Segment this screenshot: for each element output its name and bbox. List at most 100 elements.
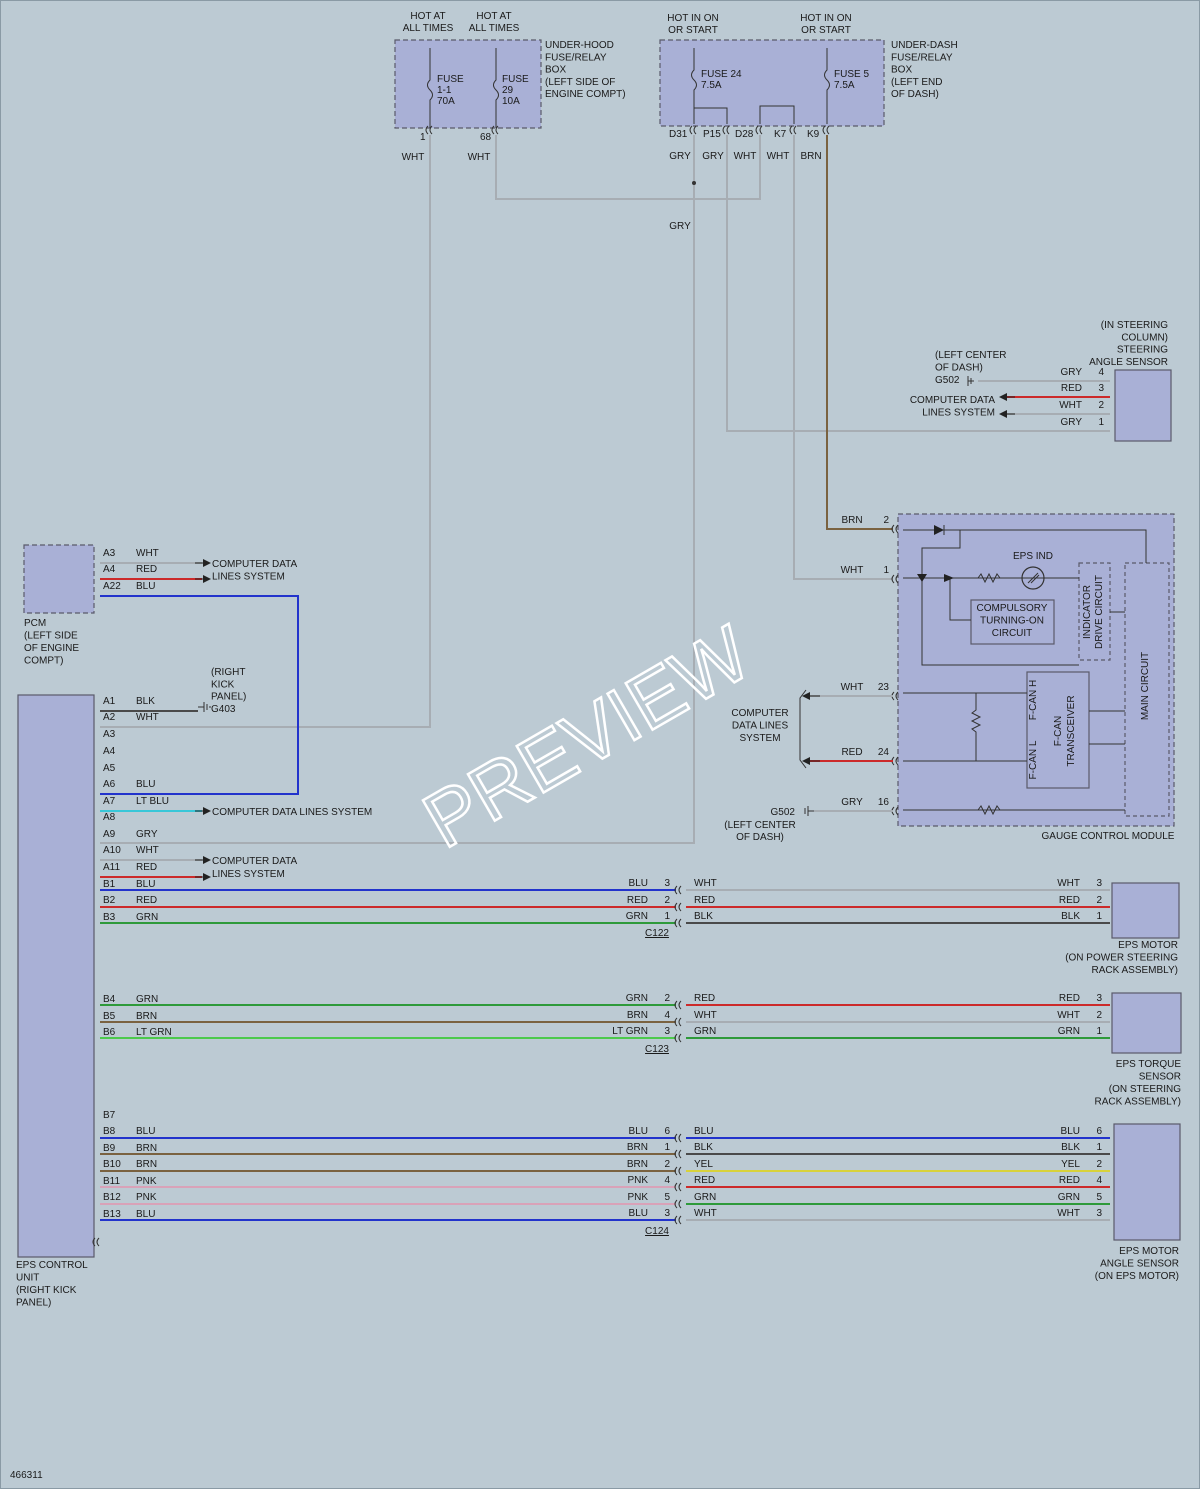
eps-pin-a: A11	[103, 862, 120, 873]
sas-pin: 3	[1098, 383, 1104, 394]
eps-pin-a: A7	[103, 796, 116, 807]
reference-number: 466311	[10, 1470, 43, 1481]
eps-wire-color: RED	[136, 895, 157, 906]
computer-data-lines-label: COMPUTER DATA	[212, 856, 298, 867]
gcm-wire-color: RED	[841, 747, 862, 758]
device-pin: 5	[1096, 1192, 1102, 1203]
eps-wire-color: BLU	[136, 1126, 155, 1137]
connector-wire-color: GRN	[626, 993, 648, 1004]
wire-gcm-1-wht	[793, 135, 893, 580]
steering-angle-sensor-label: (IN STEERING	[1101, 320, 1168, 331]
device-label: EPS TORQUE	[1116, 1059, 1182, 1070]
eps-pin-b: B3	[103, 912, 116, 923]
computer-data-lines-label: COMPUTER DATA	[910, 395, 996, 406]
device-label: (ON STEERING	[1109, 1084, 1181, 1095]
underhood-wire-color: WHT	[402, 152, 425, 163]
underhood-box-label: ENGINE COMPT)	[545, 89, 626, 100]
connector-wire-color: BLU	[629, 1126, 648, 1137]
connector-pin: 3	[664, 878, 670, 889]
gry-wire-label: GRY	[669, 221, 691, 232]
connector-wire-color: YEL	[694, 1159, 713, 1170]
eps-control-unit-label: PANEL)	[16, 1298, 51, 1309]
underhood-box-label: FUSE/RELAY	[545, 52, 607, 63]
connector-plug	[674, 885, 682, 895]
eps-pin-a: A2	[103, 712, 116, 723]
eps-wire-color: BLU	[136, 879, 155, 890]
connector-plug	[891, 524, 899, 534]
g502-label: OF DASH)	[736, 832, 784, 843]
connector-plug	[822, 125, 830, 135]
steering-angle-sensor-box	[1114, 369, 1172, 442]
g403-label: KICK	[211, 679, 235, 690]
connector-wire-color: BRN	[627, 1142, 648, 1153]
device-pin: 2	[1096, 895, 1102, 906]
connector-wire-color: BLU	[629, 878, 648, 889]
g502-label: OF DASH)	[935, 363, 983, 374]
underhood-box-label: (LEFT SIDE OF	[545, 77, 615, 88]
device-wire-color: RED	[1059, 993, 1080, 1004]
connector-wire-color: PNK	[627, 1192, 648, 1203]
connector-pin: 6	[664, 1126, 670, 1137]
wire-a2-wht	[100, 135, 431, 728]
device-wire-color: WHT	[1057, 1208, 1080, 1219]
eps-wire-color: GRN	[136, 912, 158, 923]
connector-pin: 4	[664, 1010, 670, 1021]
wire-sas-1-gry	[726, 135, 1110, 432]
gcm-pin: 2	[883, 515, 889, 526]
eps-pin-b: B1	[103, 879, 116, 890]
device-pin: 2	[1096, 1010, 1102, 1021]
connector-wire-color: GRN	[694, 1026, 716, 1037]
eps-pin-a: A8	[103, 812, 116, 823]
device-wire-color: BLU	[1061, 1126, 1080, 1137]
fcan-transceiver-label: F-CAN	[1053, 716, 1064, 747]
device-wire-color: RED	[1059, 895, 1080, 906]
fcan-transceiver-box	[1026, 671, 1090, 789]
fuse-1-1-label: FUSE	[437, 74, 464, 85]
computer-data-lines-label: SYSTEM	[739, 733, 780, 744]
g403-label: G403	[211, 704, 236, 715]
device-pin: 1	[1096, 911, 1102, 922]
eps-control-unit-label: (RIGHT KICK	[16, 1285, 77, 1296]
indicator-drive-label: INDICATOR	[1082, 585, 1093, 639]
gcm-wire-color: WHT	[841, 565, 864, 576]
splice-dot	[692, 181, 696, 185]
connector-plug	[674, 1149, 682, 1159]
underhood-box-label: BOX	[545, 65, 566, 76]
computer-data-lines-label: COMPUTER DATA LINES SYSTEM	[212, 807, 372, 818]
connector-plug	[425, 125, 433, 135]
underdash-box-label: OF DASH)	[891, 89, 939, 100]
connector-wire-color: RED	[627, 895, 648, 906]
underdash-hot-label: HOT IN ON	[667, 13, 718, 24]
connector-pin: 1	[664, 1142, 670, 1153]
gcm-pin: 23	[878, 682, 890, 693]
eps-motor-box	[1111, 882, 1180, 939]
pcm-pin: A22	[103, 581, 121, 592]
device-label: EPS MOTOR	[1118, 940, 1178, 951]
sas-pin: 2	[1098, 400, 1104, 411]
eps-pin-b: B9	[103, 1143, 116, 1154]
connector-name: C124	[645, 1226, 669, 1237]
connector-plug	[755, 125, 763, 135]
fuse-29-label: 10A	[502, 96, 520, 107]
underhood-hot-label: ALL TIMES	[469, 23, 520, 34]
connector-pin: 4	[664, 1175, 670, 1186]
eps-wire-color: PNK	[136, 1192, 157, 1203]
main-circuit-label: MAIN CIRCUIT	[1140, 652, 1151, 720]
underhood-pin: 1	[420, 132, 426, 143]
eps-pin-b: B2	[103, 895, 116, 906]
steering-angle-sensor-label: ANGLE SENSOR	[1089, 357, 1168, 368]
connector-plug	[674, 1166, 682, 1176]
eps-pin-b: B5	[103, 1011, 116, 1022]
gauge-control-module-box	[897, 513, 1175, 827]
connector-wire-color: BRN	[627, 1010, 648, 1021]
device-label: ANGLE SENSOR	[1100, 1259, 1179, 1270]
underhood-box-label: UNDER-HOOD	[545, 40, 614, 51]
computer-data-lines-label: COMPUTER	[731, 708, 788, 719]
g502-label: G502	[935, 375, 960, 386]
pcm-wire-color: RED	[136, 564, 157, 575]
eps-control-unit-box	[17, 694, 95, 1258]
eps-pin-a: A4	[103, 746, 116, 757]
eps-wire-color: LT BLU	[136, 796, 169, 807]
underdash-hot-label: OR START	[668, 25, 718, 36]
